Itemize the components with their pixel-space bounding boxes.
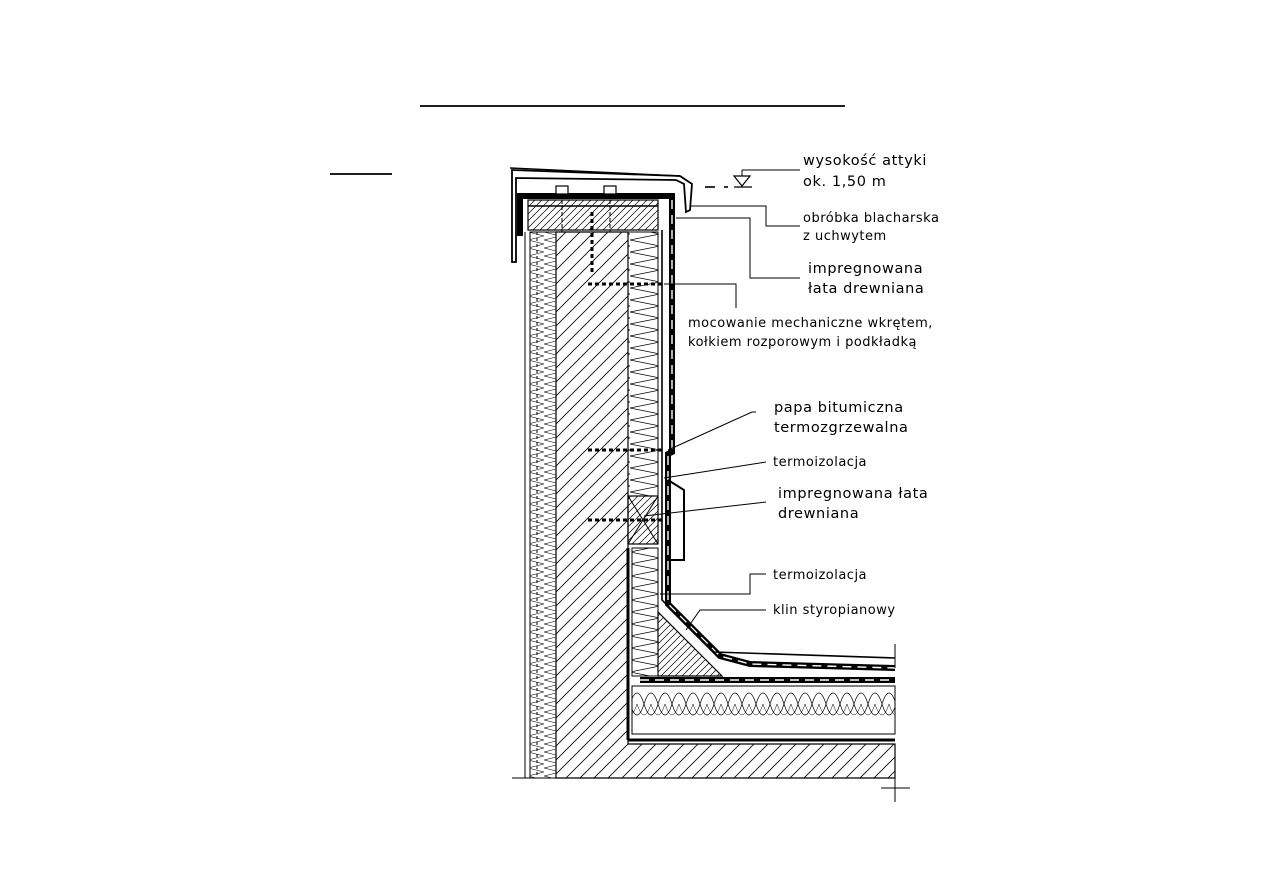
- label-flashing-1: obróbka blacharska: [803, 211, 939, 226]
- attic-insulation-upper: [627, 231, 659, 497]
- leader-felt: [667, 411, 756, 451]
- label-insulation-1: termoizolacja: [773, 455, 867, 470]
- label-batten-mid-2: drewniana: [778, 506, 859, 522]
- leader-fixing: [664, 283, 737, 308]
- level-triangle: [732, 175, 752, 187]
- label-felt-2: termozgrzewalna: [774, 420, 908, 436]
- clip-2: [603, 185, 617, 195]
- leader-wedge: [685, 609, 766, 631]
- attic-insulation-lower: [631, 547, 659, 677]
- label-attic-height-2: ok. 1,50 m: [803, 174, 887, 190]
- clip-1: [555, 185, 569, 195]
- polystyrene-wedge: [657, 610, 724, 677]
- label-wedge: klin styropianowy: [773, 603, 896, 618]
- leader-flashing: [690, 205, 800, 227]
- bitumen-membrane-dash: [667, 200, 896, 669]
- label-felt-1: papa bitumiczna: [774, 400, 904, 416]
- batten-cross-2: [627, 495, 659, 545]
- leader-insulation-1: [663, 461, 767, 479]
- label-fixing-1: mocowanie mechaniczne wkrętem,: [688, 316, 933, 331]
- label-attic-height-1: wysokość attyki: [803, 153, 927, 169]
- membrane-inner: [661, 230, 896, 659]
- membrane-lap: [667, 479, 685, 561]
- label-batten-top-2: łata drewniana: [808, 281, 924, 297]
- flashing-top: [509, 167, 681, 177]
- label-batten-top-1: impregnowana: [808, 261, 923, 277]
- label-insulation-2: termoizolacja: [773, 568, 867, 583]
- label-flashing-2: z uchwytem: [803, 229, 887, 244]
- label-fixing-2: kołkiem rozporowym i podkładką: [688, 335, 917, 350]
- leader-batten-mid: [643, 501, 767, 517]
- facade-insulation: [529, 231, 557, 779]
- leader-insulation-2: [660, 573, 766, 595]
- leader-batten-top: [676, 217, 800, 279]
- label-batten-mid-1: impregnowana łata: [778, 486, 928, 502]
- roof-insulation: [631, 685, 896, 735]
